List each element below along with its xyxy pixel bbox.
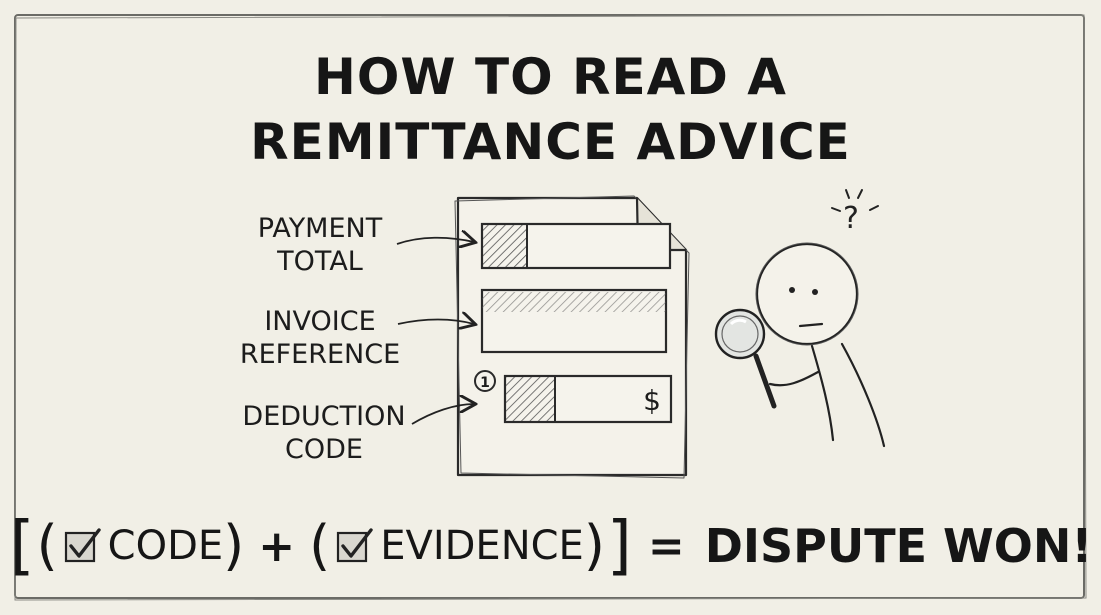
thought-question-mark: ?	[843, 201, 859, 236]
checkbox-checked-icon	[64, 528, 101, 563]
checkbox-checked-icon	[337, 528, 373, 563]
equation-equals: =	[647, 520, 685, 572]
label-payment-total: PAYMENT TOTAL	[210, 212, 430, 278]
question-mark-icon: ?	[831, 189, 879, 236]
paren-close-1: )	[223, 514, 245, 577]
field-payment-total	[480, 222, 672, 270]
equation-plus: +	[258, 520, 296, 572]
title-line-2: REMITTANCE ADVICE	[250, 113, 851, 171]
label-payment-total-line1: PAYMENT	[257, 213, 383, 244]
arrow-payment-total	[396, 238, 474, 244]
stick-figure	[755, 242, 886, 448]
field-invoice-reference	[480, 288, 668, 354]
arrow-deduction-code	[411, 404, 474, 425]
frame-sketch-line	[14, 14, 1087, 601]
term-code-label: CODE	[107, 523, 224, 569]
equation: [ ( CODE ) + ( EVIDENCE ) ] = DISPUTE WO…	[10, 508, 1093, 584]
label-invoice-reference: INVOICE REFERENCE	[210, 305, 430, 371]
label-deduction-code-line2: CODE	[285, 434, 363, 465]
equation-term-code: ( CODE )	[37, 519, 245, 573]
equation-close-bracket: ]	[606, 509, 632, 583]
deduction-badge: 1	[474, 370, 496, 392]
sketch-frame	[14, 14, 1085, 599]
magnifying-glass-icon	[714, 308, 777, 409]
term-evidence-label: EVIDENCE	[380, 523, 584, 569]
arrow-invoice-reference	[397, 320, 474, 325]
equation-term-evidence: ( EVIDENCE )	[309, 519, 605, 573]
paren-open-1: (	[36, 514, 58, 577]
title-line-1: HOW TO READ A	[314, 48, 787, 106]
equation-result: DISPUTE WON!	[704, 519, 1093, 573]
badge-number: 1	[480, 375, 490, 391]
equation-open-bracket: [	[9, 509, 35, 583]
label-invoice-reference-line2: REFERENCE	[239, 339, 401, 370]
label-payment-total-line2: TOTAL	[277, 246, 363, 277]
currency-symbol: $	[643, 384, 661, 417]
label-invoice-reference-line1: INVOICE	[264, 306, 376, 337]
field-deduction-code	[503, 374, 673, 424]
label-deduction-code-line1: DEDUCTION	[242, 401, 406, 432]
paren-open-2: (	[309, 514, 331, 577]
paren-close-2: )	[583, 514, 605, 577]
label-deduction-code: DEDUCTION CODE	[214, 400, 434, 466]
